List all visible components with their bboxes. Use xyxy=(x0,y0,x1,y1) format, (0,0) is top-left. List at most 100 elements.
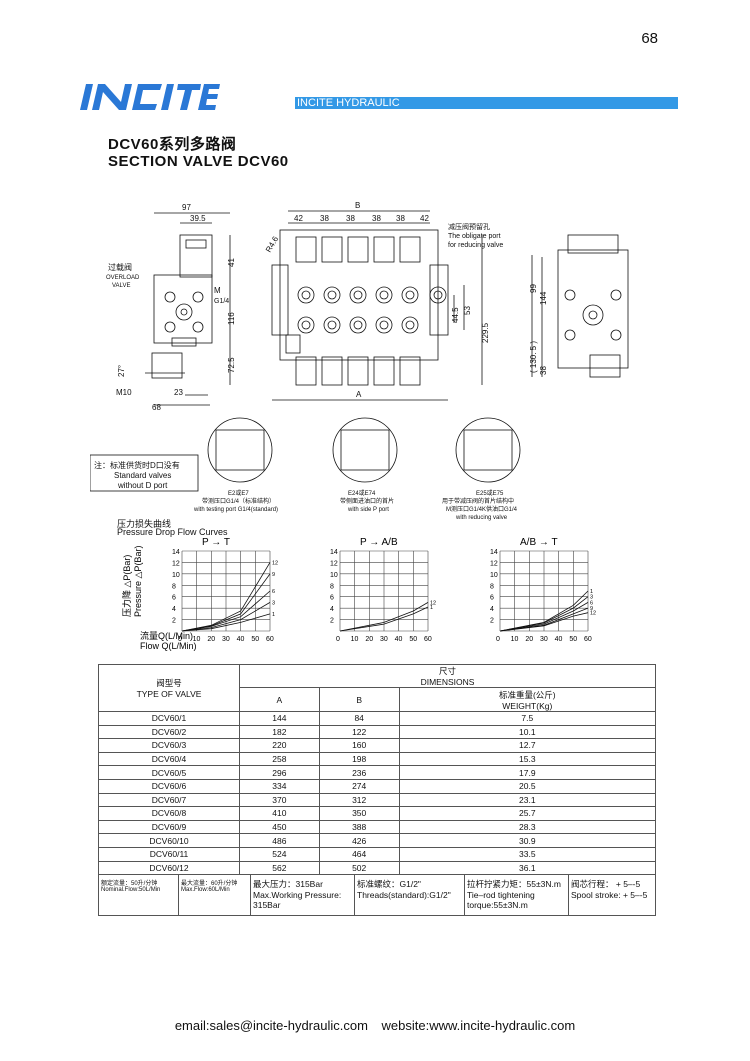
overload-en1: OVERLOAD xyxy=(106,275,140,281)
table-cell: 28.3 xyxy=(398,819,657,835)
table-cell: 296 xyxy=(239,765,320,780)
table-cell: 486 xyxy=(239,833,320,848)
x-tick: 50 xyxy=(569,636,577,643)
y-tick: 12 xyxy=(172,560,180,567)
y-tick: 14 xyxy=(490,549,498,556)
page-number: 68 xyxy=(641,30,658,47)
table-cell: DCV60/12 xyxy=(98,860,240,876)
pressure-title-cn: 压力损失曲线 xyxy=(117,519,172,529)
table-cell: DCV60/2 xyxy=(98,724,240,740)
spec-line: 最大压力：315Bar xyxy=(253,879,323,890)
table-cell: 23.1 xyxy=(398,792,657,808)
title-english: SECTION VALVE DCV60 xyxy=(108,153,289,170)
dim-41: 41 xyxy=(227,258,236,267)
y-tick: 12 xyxy=(330,560,338,567)
note-en1: Standard valves xyxy=(114,471,171,480)
dim-44-5: 44.5 xyxy=(451,307,460,323)
reduce-en2: for reducing valve xyxy=(448,242,503,249)
contact-footer: email:sales@incite-hydraulic.com website… xyxy=(0,1018,750,1033)
table-cell: 198 xyxy=(318,751,400,767)
series-label: 12 xyxy=(272,560,278,566)
y-tick: 4 xyxy=(172,606,176,613)
y-tick: 2 xyxy=(330,618,334,625)
footer-website: website:www.incite-hydraulic.com xyxy=(381,1018,576,1033)
e75-en: with reducing valve xyxy=(455,515,508,521)
series-label: 6 xyxy=(272,589,275,595)
series-label: 12 xyxy=(590,611,596,617)
pressure-title-en: Pressure Drop Flow Curves xyxy=(117,527,228,537)
table-cell: 25.7 xyxy=(398,806,657,821)
table-cell: 524 xyxy=(239,846,320,862)
table-cell: 17.9 xyxy=(398,765,657,780)
table-cell: DCV60/5 xyxy=(98,765,240,780)
dim-229-5: 229.5 xyxy=(481,322,490,343)
spec-cell: 标准螺纹：G1/2"Threads(standard):G1/2" xyxy=(355,875,465,916)
dim-97: 97 xyxy=(182,203,191,212)
e75-cn3: M测压口G1/4K供油口G1/4 xyxy=(446,505,518,513)
note-en2: without D port xyxy=(117,481,168,490)
table-cell: 410 xyxy=(239,806,320,821)
x-tick: 40 xyxy=(395,636,403,643)
x-tick: 30 xyxy=(540,636,548,643)
dim-99: 99 xyxy=(529,284,538,293)
y-tick: 2 xyxy=(490,618,494,625)
table-cell: 122 xyxy=(318,724,400,740)
table-cell: 36.1 xyxy=(398,860,657,876)
x-tick: 0 xyxy=(496,636,500,643)
table-cell: 464 xyxy=(318,846,400,862)
y-tick: 12 xyxy=(490,560,498,567)
e7-cn1: E2或E7 xyxy=(228,489,249,497)
series-label: 6 xyxy=(590,600,593,606)
series-line xyxy=(339,606,429,632)
y-tick: 2 xyxy=(172,618,176,625)
col-a-header: A xyxy=(239,687,320,712)
section-w-2: 38 xyxy=(320,214,329,223)
reduce-en1: The obligate port xyxy=(448,233,501,240)
e74-cn1: E24或E74 xyxy=(348,489,376,497)
series-line xyxy=(499,596,589,632)
series-label: 1 xyxy=(272,612,275,618)
table-cell: DCV60/7 xyxy=(98,792,240,808)
series-label: 12 xyxy=(430,600,436,606)
overload-cn: 过载阀 xyxy=(108,262,132,272)
section-w-1: 42 xyxy=(294,214,303,223)
table-cell: 236 xyxy=(318,765,400,780)
dim-m: M xyxy=(214,286,221,295)
table-cell: 502 xyxy=(318,860,400,876)
y-tick: 14 xyxy=(172,549,180,556)
table-cell: 350 xyxy=(318,806,400,821)
series-label: 1 xyxy=(590,589,593,595)
spec-line: 315Bar xyxy=(253,900,281,911)
table-cell: 450 xyxy=(239,819,320,835)
table-cell: DCV60/1 xyxy=(98,711,240,726)
chart-title: P → T xyxy=(202,537,230,548)
spec-line: 拉杆拧紧力矩：55±3N.m xyxy=(467,879,561,890)
series-label: 9 xyxy=(590,606,593,612)
spec-line: Threads(standard):G1/2" xyxy=(357,890,451,901)
table-cell: 33.5 xyxy=(398,846,657,862)
section-w-5: 38 xyxy=(396,214,405,223)
table-cell: DCV60/4 xyxy=(98,751,240,767)
e75-cn1: E25或E75 xyxy=(476,489,504,497)
spec-line: Nominal.Flow:50L/Min xyxy=(101,887,161,894)
series-line xyxy=(181,602,271,632)
dim-116: 116 xyxy=(227,312,236,325)
xlabel-en: Flow Q(L/Min) xyxy=(140,641,197,651)
dim-53: 53 xyxy=(463,306,472,315)
spec-line: 额定流量：50升/分钟 xyxy=(101,881,158,888)
dim-g14: G1/4 xyxy=(214,298,229,305)
x-tick: 60 xyxy=(266,636,274,643)
table-cell: 258 xyxy=(239,751,320,767)
spec-line: Max.Flow:60L/Min xyxy=(181,887,230,894)
table-cell: DCV60/3 xyxy=(98,738,240,753)
chart-title: A/B → T xyxy=(520,537,558,548)
x-tick: 20 xyxy=(207,636,215,643)
dim-130-5: ( 130. 5 ) xyxy=(529,341,538,373)
